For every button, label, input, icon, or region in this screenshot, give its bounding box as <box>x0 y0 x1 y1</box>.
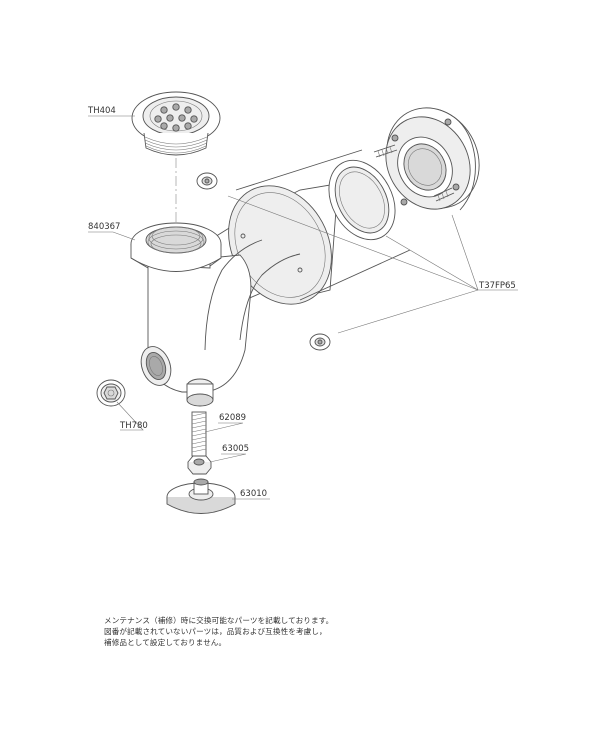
wall-fitting-part <box>373 107 480 211</box>
note-line-1: メンテナンス（補修）時に交換可能なパーツを記載しております。 <box>104 616 334 625</box>
stud-right <box>433 187 455 202</box>
label-cap: TH780 <box>119 421 148 431</box>
leader-lines <box>88 115 518 500</box>
label-adjuster-foot: 63010 <box>240 489 267 499</box>
note-line-2: 図番が記載されていないパーツは，品質および互換性を考慮し， <box>104 627 327 636</box>
strainer-part <box>131 91 221 156</box>
label-wall-fitting: T37FP65 <box>478 281 516 291</box>
flange-part <box>130 222 222 272</box>
adjuster-foot-part <box>166 478 236 514</box>
label-nut: 63005 <box>222 444 249 454</box>
threaded-rod-part <box>191 411 207 457</box>
washer-upper <box>196 172 218 190</box>
maintenance-note: メンテナンス（補修）時に交換可能なパーツを記載しております。 図番が記載されてい… <box>104 615 524 648</box>
label-strainer: TH404 <box>87 106 116 116</box>
stud-left <box>373 144 398 158</box>
nut-part <box>187 455 212 475</box>
label-flange: 840367 <box>88 222 120 232</box>
cap-part <box>96 379 126 407</box>
sleeve-part <box>235 149 411 301</box>
note-line-3: 補修品として設定しておりません。 <box>104 638 227 647</box>
label-threaded-rod: 62089 <box>219 413 246 423</box>
trap-body <box>140 184 337 407</box>
washer-lower <box>309 333 331 351</box>
